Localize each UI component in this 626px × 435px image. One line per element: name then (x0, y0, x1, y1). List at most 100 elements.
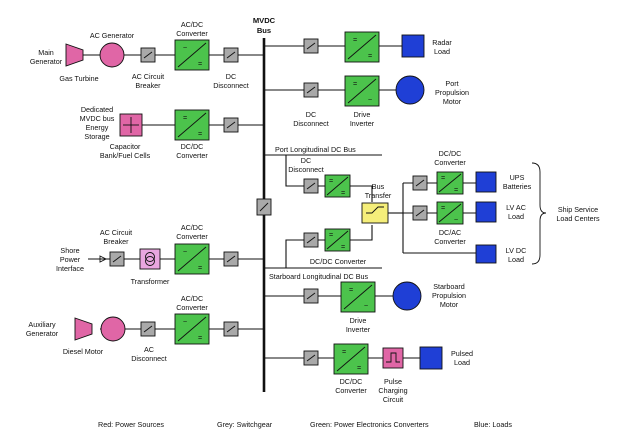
energy-storage-row: == Dedicated MVDC bus Energy Storage Cap… (80, 105, 264, 160)
acdc-converter-1-label-2: Converter (176, 29, 208, 38)
dc-disconnect-1-label-1: DC (226, 72, 236, 81)
svg-text:=: = (341, 242, 345, 251)
acdc-converter-3-label-1: AC/DC (181, 294, 203, 303)
radar-load-label-2: Load (434, 47, 450, 56)
port-propulsion-label-1: Port (445, 79, 458, 88)
dc-disconnect-1-label-2: Disconnect (213, 81, 249, 90)
svg-text:=: = (342, 347, 346, 356)
ac-generator-icon (99, 42, 125, 68)
ac-circuit-breaker-2-label-2: Breaker (103, 237, 129, 246)
legend-grey: Grey: Switchgear (217, 420, 273, 429)
radar-load-row: == Radar Load (264, 31, 452, 63)
dcdc-converter-3-label-1: DC/DC (439, 149, 462, 158)
pulse-charging-circuit (382, 347, 404, 369)
dcdc-converter-1-label-2: Converter (176, 151, 208, 160)
shore-power-label-2: Power (60, 255, 81, 264)
main-generator-label-2: Generator (30, 57, 63, 66)
dcdc-converter-4-label-1: DC/DC (340, 377, 363, 386)
starboard-propulsion-label-1: Starboard (433, 282, 465, 291)
pulse-charging-label-1: Pulse (384, 377, 402, 386)
dc-disconnect-3-label-1: DC (301, 156, 311, 165)
ac-circuit-breaker-1-label-1: AC Circuit (132, 72, 164, 81)
radar-load-label-1: Radar (432, 38, 452, 47)
ac-circuit-breaker-1-label-2: Breaker (135, 81, 161, 90)
lv-dc-load-label-1: LV DC (506, 246, 527, 255)
shore-power-label-1: Shore (60, 246, 79, 255)
port-propulsion-label-3: Motor (443, 97, 462, 106)
svg-text:=: = (198, 129, 202, 138)
ship-service-label-1: Ship Service (558, 205, 598, 214)
pulsed-load-row: == DC/DC Converter Pulse Charging Circui… (264, 343, 473, 404)
port-propulsion-label-2: Propulsion (435, 88, 469, 97)
drive-inverter-1-label-2: Inverter (350, 119, 375, 128)
ac-generator-label: AC Generator (90, 31, 135, 40)
svg-text:~: ~ (183, 43, 187, 52)
lv-ac-load-icon (475, 201, 497, 223)
acdc-converter-2-label-1: AC/DC (181, 223, 203, 232)
auxiliary-generator-icon (100, 316, 126, 342)
dcdc-converter-4-label-2: Converter (335, 386, 367, 395)
dedicated-storage-label-1: Dedicated (81, 105, 113, 114)
dcdc-converter-1-label-1: DC/DC (181, 142, 204, 151)
svg-text:~: ~ (183, 247, 187, 256)
ac-disconnect-label-2: Disconnect (131, 354, 167, 363)
diesel-motor-label: Diesel Motor (63, 347, 104, 356)
lv-ac-load-label-2: Load (508, 212, 524, 221)
auxiliary-generator-label-1: Auxiliary (28, 320, 56, 329)
ac-disconnect-label-1: AC (144, 345, 154, 354)
pulse-charging-label-2: Charging (378, 386, 407, 395)
starboard-bus-label: Starboard Longitudinal DC Bus (269, 272, 368, 281)
port-propulsion-motor-icon (395, 75, 425, 105)
gas-turbine-icon (65, 43, 84, 67)
drive-inverter-2-label-1: Drive (350, 316, 367, 325)
svg-text:=: = (368, 51, 372, 60)
svg-text:=: = (329, 176, 333, 185)
svg-text:=: = (441, 203, 445, 212)
diesel-motor-icon (74, 317, 93, 341)
acdc-converter-3-label-2: Converter (176, 303, 208, 312)
svg-text:=: = (353, 79, 357, 88)
pulsed-load-label-2: Load (454, 358, 470, 367)
lv-ac-load-label-1: LV AC (506, 203, 526, 212)
main-generator-row: ~ = Main Generator Gas Turbine AC Generat… (30, 20, 264, 90)
svg-text:=: = (349, 285, 353, 294)
bus-transfer (361, 202, 389, 224)
port-propulsion-row: =~ DC Disconnect Drive Inverter Port Pro… (264, 75, 469, 128)
bus-transfer-label-1: Bus (372, 182, 385, 191)
svg-text:=: = (341, 188, 345, 197)
svg-text:=: = (198, 59, 202, 68)
transformer-icon (139, 248, 161, 270)
ac-circuit-breaker-2-label-1: AC Circuit (100, 228, 132, 237)
acdc-converter-2-label-2: Converter (176, 232, 208, 241)
svg-text:=: = (357, 363, 361, 372)
radar-load-icon (401, 34, 425, 58)
shore-power-label-3: Interface (56, 264, 84, 273)
main-generator-label-1: Main (38, 48, 54, 57)
starboard-propulsion-label-2: Propulsion (432, 291, 466, 300)
transformer-label: Transformer (131, 277, 170, 286)
ups-batteries-label-1: UPS (510, 173, 525, 182)
svg-text:~: ~ (364, 301, 368, 310)
auxiliary-generator-row: ~= Auxiliary Generator Diesel Motor AC/D… (26, 294, 264, 363)
drive-inverter-1-label-1: Drive (354, 110, 371, 119)
dcac-converter-label-1: DC/AC (439, 228, 461, 237)
bus-transfer-label-2: Transfer (365, 191, 392, 200)
svg-text:=: = (198, 263, 202, 272)
svg-text:=: = (441, 173, 445, 182)
port-bus-label: Port Longitudinal DC Bus (275, 145, 356, 154)
dc-disconnect-2-label-2: Disconnect (293, 119, 329, 128)
legend-blue: Blue: Loads (474, 420, 512, 429)
legend: Red: Power Sources Grey: Switchgear Gree… (98, 420, 512, 429)
dedicated-storage-label-4: Storage (84, 132, 109, 141)
gas-turbine-label: Gas Turbine (59, 74, 98, 83)
mvdc-bus-subtitle: Bus (257, 26, 271, 35)
capacitor-bank-label-1: Capacitor (110, 142, 141, 151)
svg-text:=: = (198, 333, 202, 342)
ups-batteries-icon (475, 171, 497, 193)
svg-text:=: = (454, 185, 458, 194)
lv-dc-load-label-2: Load (508, 255, 524, 264)
acdc-converter-1-label-1: AC/DC (181, 20, 203, 29)
dcac-converter-label-2: Converter (434, 237, 466, 246)
ship-service-brace (531, 162, 547, 265)
